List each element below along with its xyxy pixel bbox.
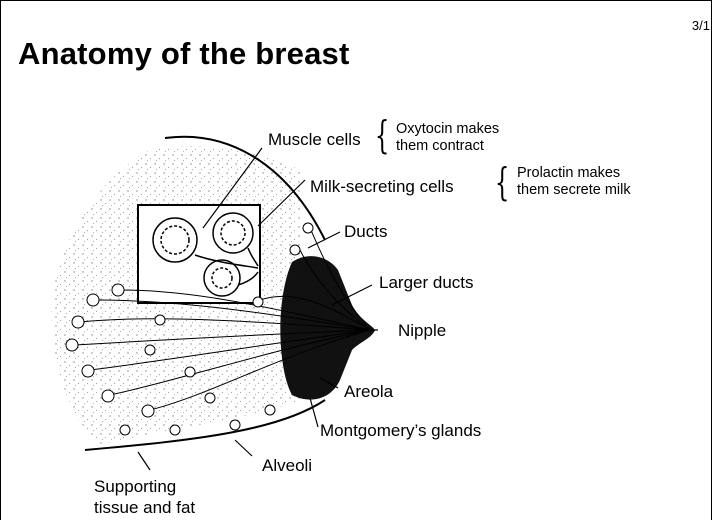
label-larger-ducts: Larger ducts	[379, 273, 474, 293]
note-oxytocin-line1: Oxytocin makes	[396, 121, 499, 138]
label-nipple: Nipple	[398, 321, 446, 341]
note-prolactin: Prolactin makes them secrete milk	[517, 165, 631, 199]
note-oxytocin-line2: them contract	[396, 138, 499, 155]
label-supporting-tissue: Supporting tissue and fat	[94, 476, 195, 518]
brace-milk: {	[495, 163, 510, 201]
note-prolactin-line1: Prolactin makes	[517, 165, 631, 182]
label-areola: Areola	[344, 382, 393, 402]
label-alveoli: Alveoli	[262, 456, 312, 476]
brace-muscle: {	[375, 116, 390, 154]
label-supporting-line1: Supporting	[94, 476, 195, 497]
label-milk-secreting-cells: Milk-secreting cells	[310, 177, 454, 197]
label-supporting-line2: tissue and fat	[94, 497, 195, 518]
note-prolactin-line2: them secrete milk	[517, 182, 631, 199]
label-montgomerys-glands: Montgomery’s glands	[320, 421, 481, 441]
label-ducts: Ducts	[344, 222, 387, 242]
note-oxytocin: Oxytocin makes them contract	[396, 121, 499, 155]
label-muscle-cells: Muscle cells	[268, 130, 361, 150]
